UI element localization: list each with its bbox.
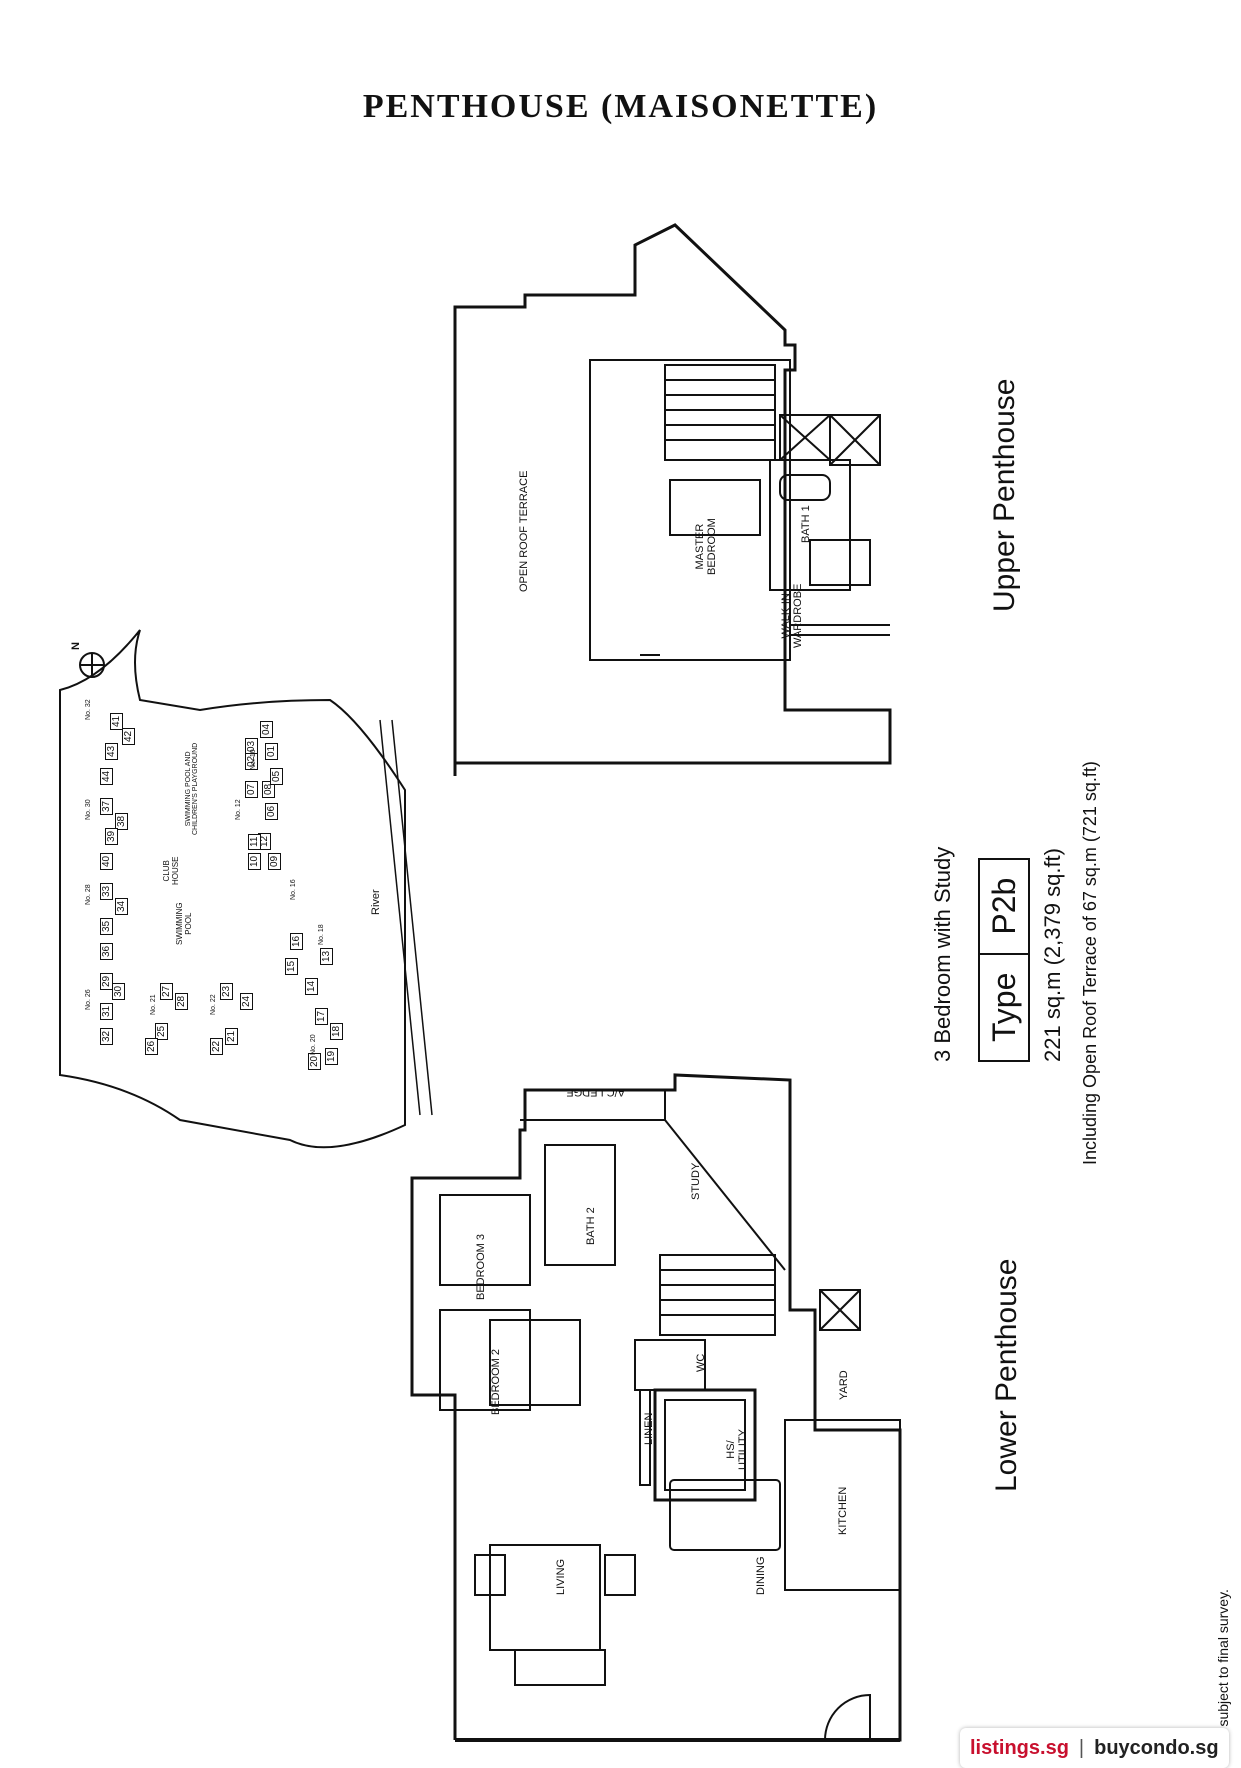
site-block-label: No. 18	[318, 924, 325, 945]
site-block-label: No. 28	[85, 884, 92, 905]
unit-type-table: Type P2b	[978, 857, 1030, 1062]
site-unit-number: 37	[100, 797, 113, 815]
watermark-footer: listings.sg | buycondo.sg	[960, 1728, 1229, 1768]
footer-site-a[interactable]: listings.sg	[970, 1736, 1069, 1759]
site-unit-number: 20	[308, 1052, 321, 1070]
room-kitchen: KITCHEN	[837, 1486, 849, 1535]
site-club-house: CLUB HOUSE	[162, 856, 180, 885]
unit-type-box: Type P2b	[978, 857, 1030, 1062]
site-north-label: N	[70, 642, 82, 650]
site-unit-number: 10	[248, 852, 261, 870]
room-walk-in-wardrobe: WALK-IN WARDROBE	[780, 583, 804, 648]
room-bedroom-3: BEDROOM 3	[475, 1233, 487, 1300]
unit-area: 221 sq.m (2,379 sq.ft)	[1040, 848, 1065, 1062]
room-living: LIVING	[555, 1558, 567, 1595]
site-unit-number: 42	[122, 727, 135, 745]
upper-penthouse-plan	[453, 223, 892, 776]
site-plan	[59, 629, 433, 1149]
site-unit-number: 09	[268, 852, 281, 870]
site-unit-number: 07	[245, 780, 258, 798]
site-unit-number: 19	[325, 1047, 338, 1065]
site-block-label: No. 10	[250, 749, 257, 770]
site-unit-number: 36	[100, 942, 113, 960]
site-unit-number: 33	[100, 882, 113, 900]
site-unit-number: 32	[100, 1027, 113, 1045]
site-unit-number: 18	[330, 1022, 343, 1040]
site-unit-number: 06	[265, 802, 278, 820]
site-unit-number: 16	[290, 932, 303, 950]
site-unit-number: 04	[260, 720, 273, 738]
room-wc: WC	[695, 1353, 707, 1372]
site-unit-number: 27	[160, 982, 173, 1000]
site-unit-number: 17	[315, 1007, 328, 1025]
site-block-label: No. 22	[210, 994, 217, 1015]
site-block-label: No. 30	[85, 799, 92, 820]
site-unit-number: 28	[175, 992, 188, 1010]
site-unit-number: 21	[225, 1027, 238, 1045]
site-block-label: No. 32	[85, 699, 92, 720]
site-unit-number: 23	[220, 982, 233, 1000]
lower-penthouse-label: Lower Penthouse	[990, 1258, 1023, 1493]
site-unit-number: 43	[105, 742, 118, 760]
site-unit-number: 44	[100, 767, 113, 785]
site-block-label: No. 21	[150, 994, 157, 1015]
site-unit-number: 31	[100, 1002, 113, 1020]
unit-type-label: Type	[986, 972, 1022, 1042]
upper-penthouse-label: Upper Penthouse	[988, 378, 1021, 613]
site-unit-number: 05	[270, 767, 283, 785]
unit-type-value: P2b	[980, 859, 1028, 955]
room-dining: DINING	[755, 1556, 767, 1596]
site-unit-number: 24	[240, 992, 253, 1010]
room-linen: LINEN	[643, 1412, 655, 1445]
site-block-label: No. 16	[290, 879, 297, 900]
site-block-label: No. 12	[235, 799, 242, 820]
room-yard: YARD	[838, 1370, 850, 1400]
footer-separator: |	[1078, 1736, 1085, 1759]
room-open-roof-terrace: OPEN ROOF TERRACE	[518, 470, 530, 592]
site-block-label: No. 26	[85, 989, 92, 1010]
site-unit-number: 35	[100, 917, 113, 935]
site-unit-number: 11	[248, 833, 261, 850]
room-bath-2: BATH 2	[585, 1207, 597, 1245]
room-ac-ledge: A/C LEDGE	[566, 1086, 625, 1098]
room-master-bedroom: MASTER BEDROOM	[694, 518, 718, 575]
page-title: PENTHOUSE (MAISONETTE)	[362, 88, 879, 125]
site-river-label: River	[370, 889, 382, 915]
site-playground: SWIMMING POOL AND CHILDREN'S PLAYGROUND	[185, 742, 199, 835]
unit-bedrooms: 3 Bedroom with Study	[930, 846, 955, 1062]
lower-penthouse-plan	[410, 1073, 902, 1742]
site-block-label: No. 20	[310, 1034, 317, 1055]
room-study: STUDY	[690, 1162, 702, 1200]
room-bedroom-2: BEDROOM 2	[490, 1348, 502, 1415]
site-unit-number: 39	[105, 827, 118, 845]
unit-terrace-note: Including Open Roof Terrace of 67 sq.m (…	[1080, 761, 1100, 1165]
site-unit-number: 01	[265, 742, 278, 760]
room-hs-utility: HS/ UTILITY	[725, 1429, 749, 1470]
site-swimming-pool: SWIMMING POOL	[175, 902, 193, 945]
site-unit-number: 30	[112, 982, 125, 1000]
site-unit-number: 40	[100, 852, 113, 870]
site-unit-number: 13	[320, 947, 333, 965]
room-bath-1: BATH 1	[800, 505, 812, 543]
site-unit-number: 26	[145, 1037, 158, 1055]
site-unit-number: 14	[305, 977, 318, 995]
site-unit-number: 15	[285, 957, 298, 975]
footer-site-b[interactable]: buycondo.sg	[1094, 1736, 1219, 1759]
site-unit-number: 34	[115, 897, 128, 915]
site-unit-number: 22	[210, 1037, 223, 1055]
